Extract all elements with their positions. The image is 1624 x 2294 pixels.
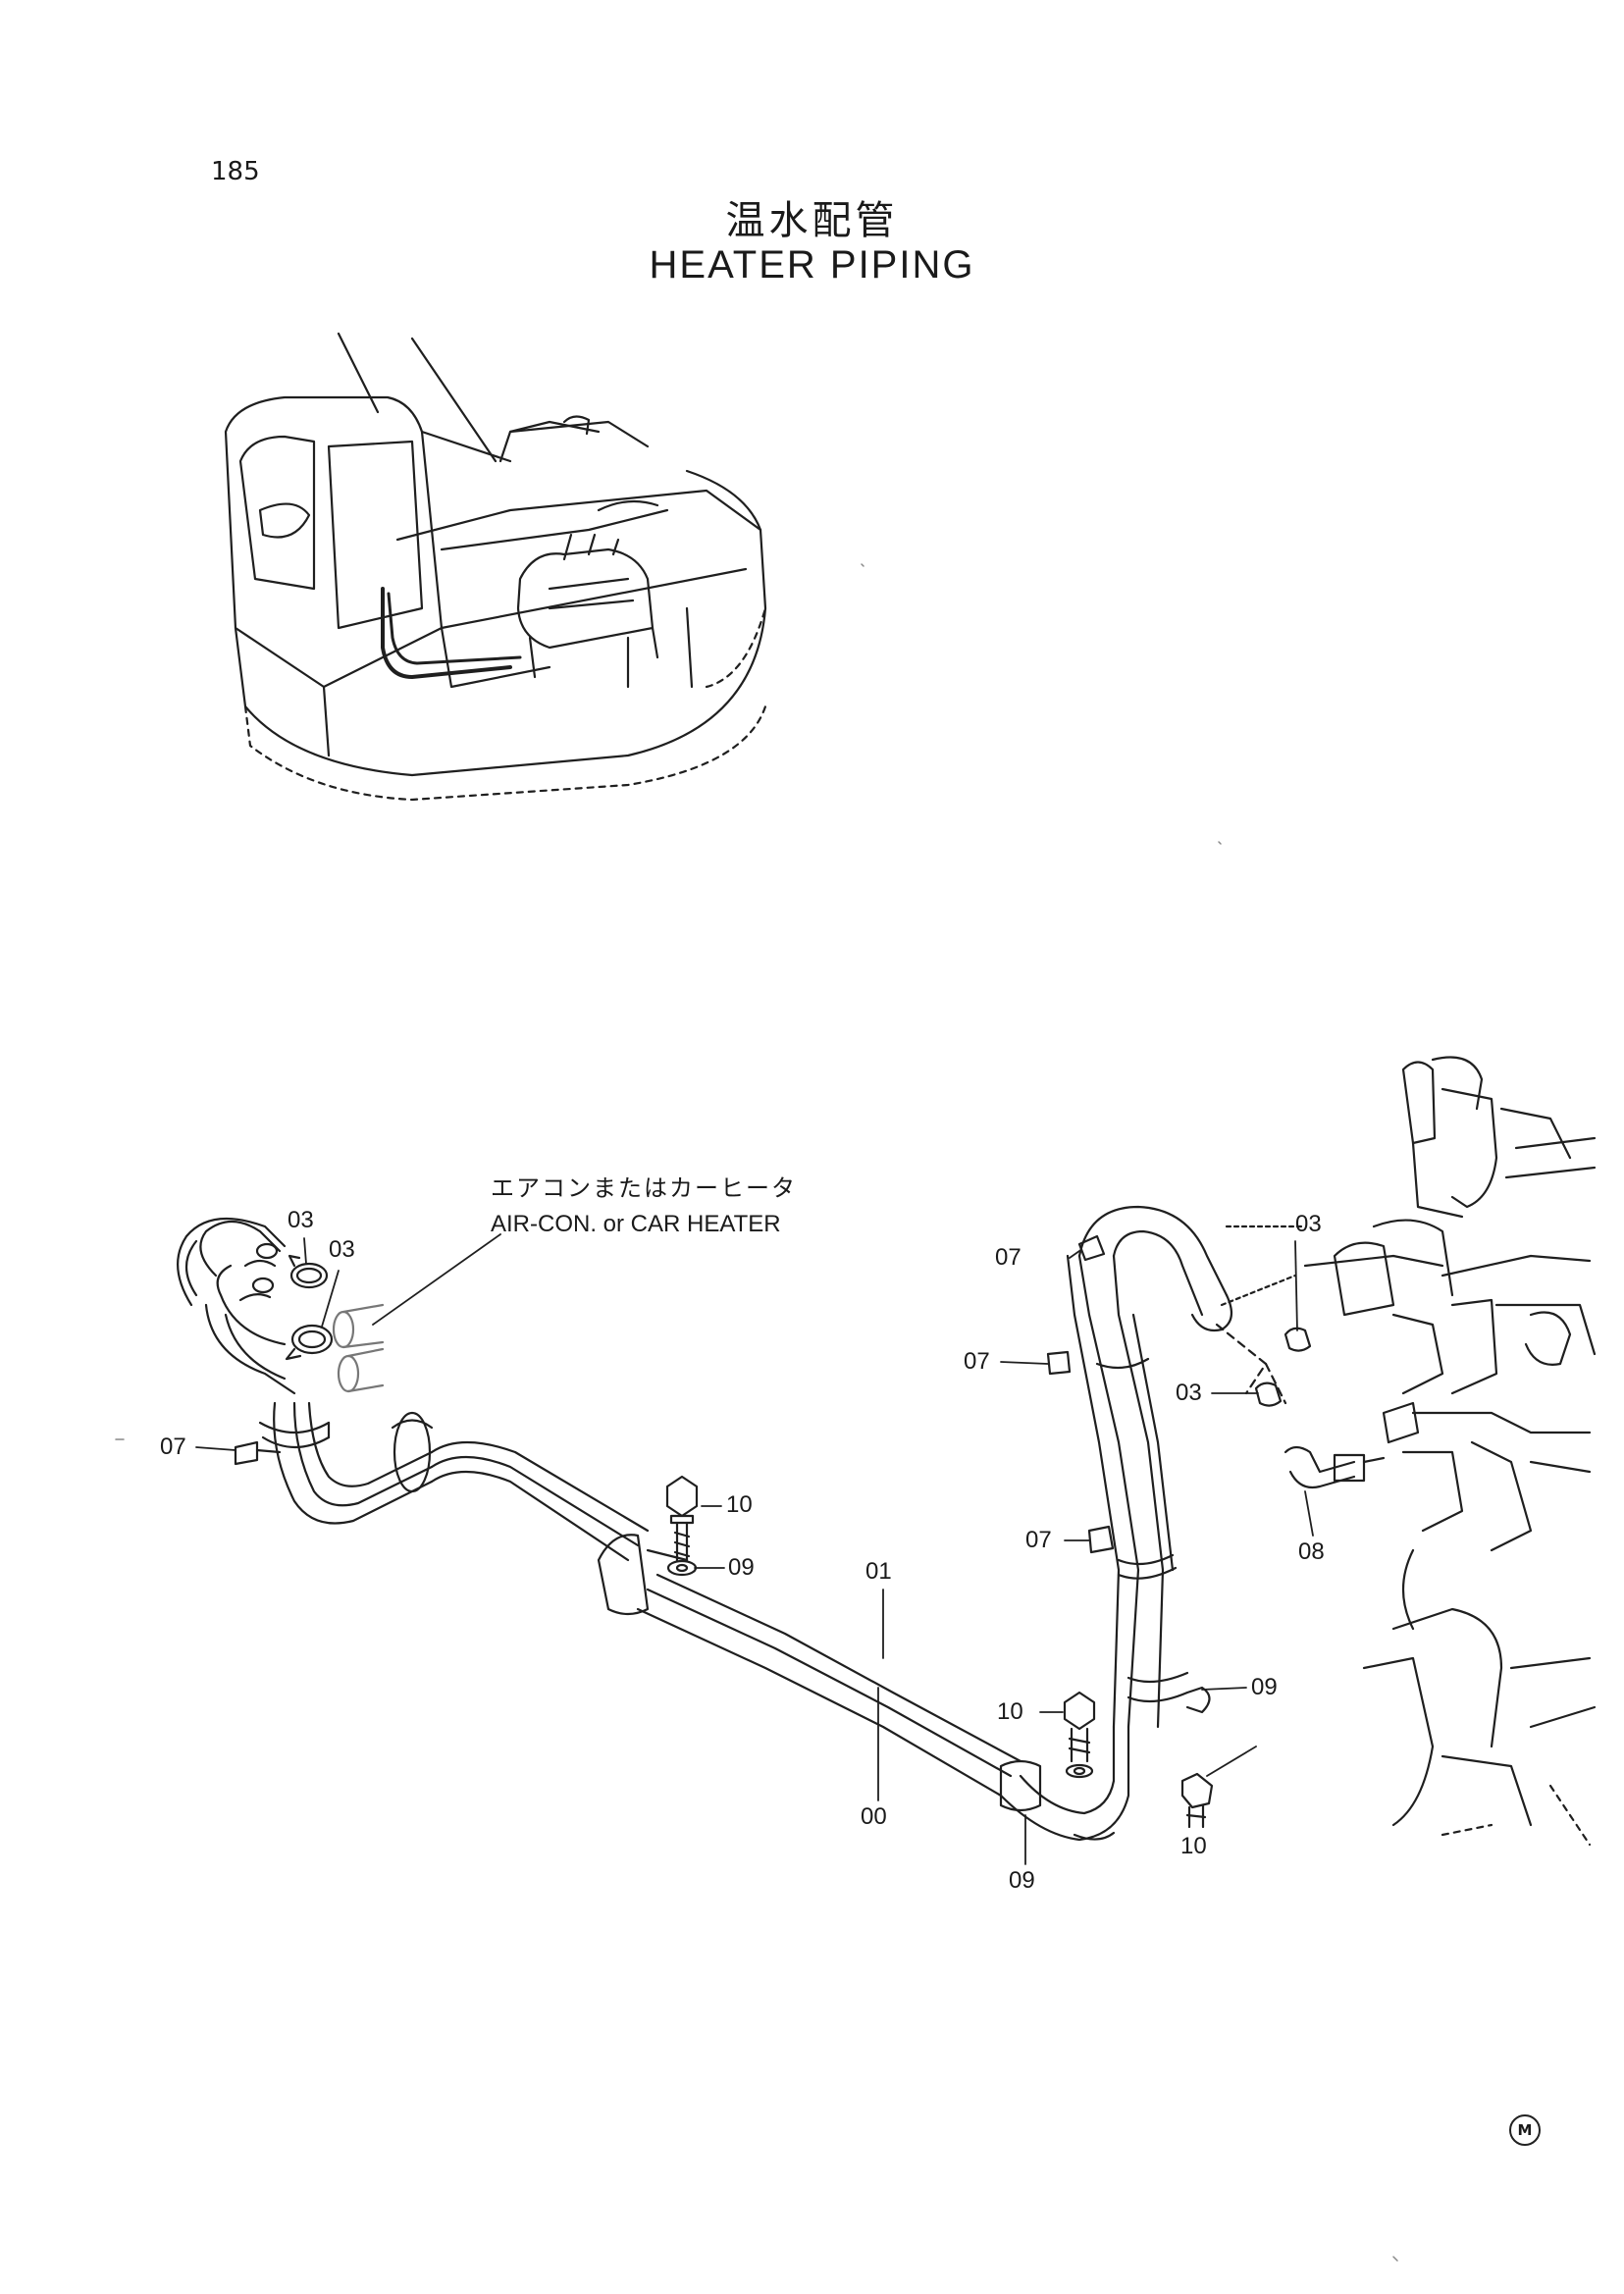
part-label: 09	[728, 1554, 755, 1581]
part-label: 09	[1251, 1674, 1278, 1700]
engine-outline	[1303, 1056, 1597, 1847]
title-english: HEATER PIPING	[649, 243, 975, 287]
part-label: 10	[726, 1491, 753, 1518]
part-label: 01	[865, 1558, 892, 1585]
part-label: 03	[1295, 1211, 1322, 1237]
part-label: 07	[964, 1348, 990, 1375]
clamp-03-right-upper	[1283, 1327, 1312, 1352]
part-label: 07	[1025, 1527, 1052, 1553]
bolt-10-lower	[1063, 1691, 1096, 1763]
part-label: 03	[1176, 1380, 1202, 1406]
callout-air-con-english: AIR-CON. or CAR HEATER	[491, 1211, 781, 1237]
part-label: 08	[1298, 1538, 1325, 1565]
clip-07-top	[1077, 1234, 1106, 1262]
part-label: 10	[1180, 1833, 1207, 1859]
part-label: 03	[288, 1207, 314, 1233]
clamp-03-left-upper	[288, 1254, 329, 1289]
callout-air-con-japanese: エアコンまたはカーヒータ	[491, 1175, 797, 1202]
clip-07-lower-mid	[1087, 1525, 1115, 1554]
heater-hose-assembly	[177, 1205, 1386, 1842]
title-japanese: 温水配管	[725, 198, 899, 243]
washer-09-lower	[1065, 1763, 1094, 1779]
bolt-10-right	[1180, 1772, 1214, 1829]
clip-07-left	[234, 1440, 282, 1466]
scan-specks	[115, 563, 1398, 2262]
clamp-03-right-lower	[1254, 1382, 1283, 1407]
washer-09-center	[666, 1559, 698, 1577]
clamp-03-left-lower	[285, 1324, 334, 1361]
corner-mark: M	[1509, 2114, 1541, 2146]
bolt-10-center	[665, 1475, 699, 1562]
leader-lines	[195, 1233, 1314, 1865]
part-label: 10	[997, 1698, 1023, 1725]
part-label: 07	[995, 1244, 1022, 1271]
page-number: 185	[211, 157, 260, 186]
part-label: 07	[160, 1434, 186, 1460]
excavator-overview-illustration	[224, 332, 767, 802]
part-label: 00	[861, 1803, 887, 1830]
clip-07-upper-mid	[1046, 1350, 1072, 1376]
part-label: 03	[329, 1236, 355, 1263]
air-con-pipe-stubs	[332, 1303, 385, 1393]
part-label: 09	[1009, 1867, 1035, 1894]
